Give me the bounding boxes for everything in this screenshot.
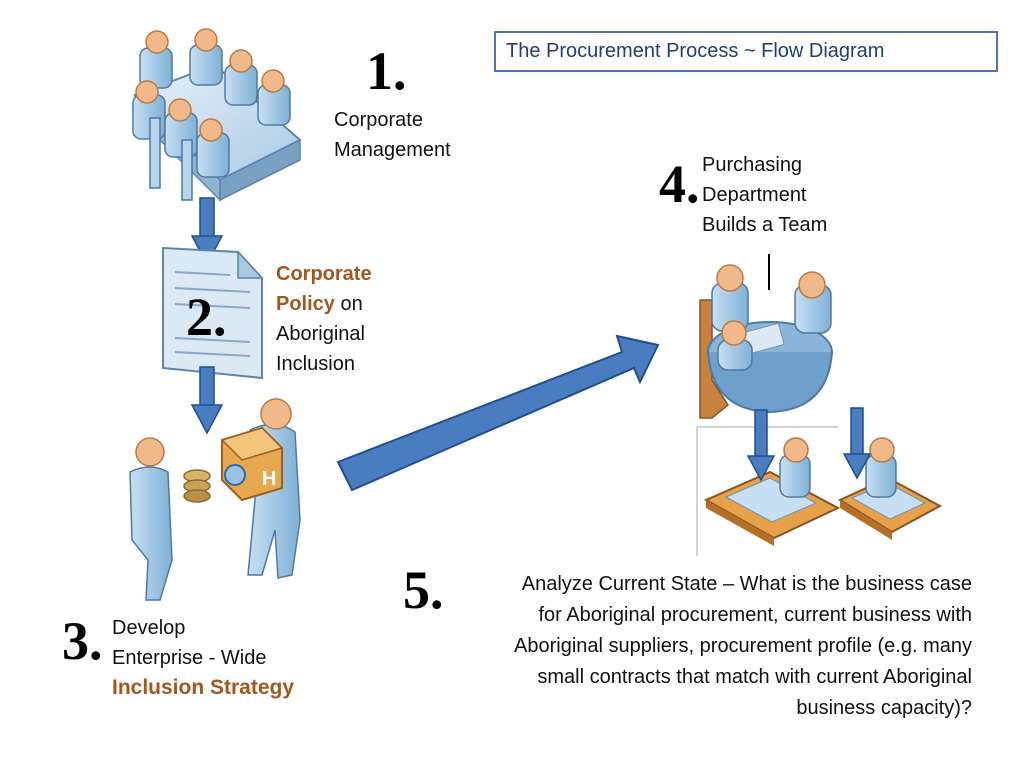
step-3-line-2: Enterprise - Wide xyxy=(112,647,267,669)
meeting-table-icon xyxy=(132,28,302,202)
step-4-line-2: Department xyxy=(702,184,807,206)
step-5-label: Analyze Current State – What is the busi… xyxy=(412,569,972,724)
desk-workers-icon xyxy=(696,407,943,556)
step-5-line-4: small contracts that match with current … xyxy=(537,666,972,688)
step-2-line-policy: Policy on xyxy=(276,289,372,319)
step-2-accent-line-2: Policy xyxy=(276,293,335,315)
title-box: The Procurement Process ~ Flow Diagram xyxy=(494,31,998,72)
team-table-icon xyxy=(697,264,839,419)
arrow-3-to-4 xyxy=(336,334,660,492)
step-1-line-2: Management xyxy=(334,139,451,161)
step-1-label: Corporate Management xyxy=(334,105,451,165)
step-3-number: 3. xyxy=(62,611,103,671)
step-2-line-1: Aboriginal xyxy=(276,323,365,345)
step-5-line-5: business capacity)? xyxy=(796,697,972,719)
step-3-label: Develop Enterprise - Wide Inclusion Stra… xyxy=(112,613,294,703)
step-4-label: Purchasing Department Builds a Team xyxy=(702,150,827,240)
step-2-number: 2. xyxy=(186,287,227,347)
page-title: The Procurement Process ~ Flow Diagram xyxy=(506,40,885,62)
step-5-line-2: for Aboriginal procurement, current busi… xyxy=(538,604,972,626)
step-2-label: Corporate Policy on Aboriginal Inclusion xyxy=(276,259,372,379)
step-5-line-1: Analyze Current State – What is the busi… xyxy=(521,573,972,595)
exchange-people-icon: H xyxy=(129,398,301,601)
step-3-line-1: Develop xyxy=(112,617,186,639)
step-4-line-1: Purchasing xyxy=(702,154,803,176)
step-2-line-2: Inclusion xyxy=(276,353,355,375)
step-3-accent: Inclusion Strategy xyxy=(112,676,295,699)
arrow-2-to-3 xyxy=(190,366,224,435)
step-5-line-3: Aboriginal suppliers, procurement profil… xyxy=(514,635,972,657)
step-2-accent-line-1: Corporate xyxy=(276,263,372,285)
step-1-number: 1. xyxy=(366,41,407,101)
step-4-line-3: Builds a Team xyxy=(702,214,828,236)
step-4-number: 4. xyxy=(659,154,700,214)
step-5-number: 5. xyxy=(403,560,444,620)
step-1-line-1: Corporate xyxy=(334,109,423,131)
step-2-on-text: on xyxy=(334,293,363,315)
svg-text:H: H xyxy=(262,468,276,490)
document-icon xyxy=(162,246,264,380)
